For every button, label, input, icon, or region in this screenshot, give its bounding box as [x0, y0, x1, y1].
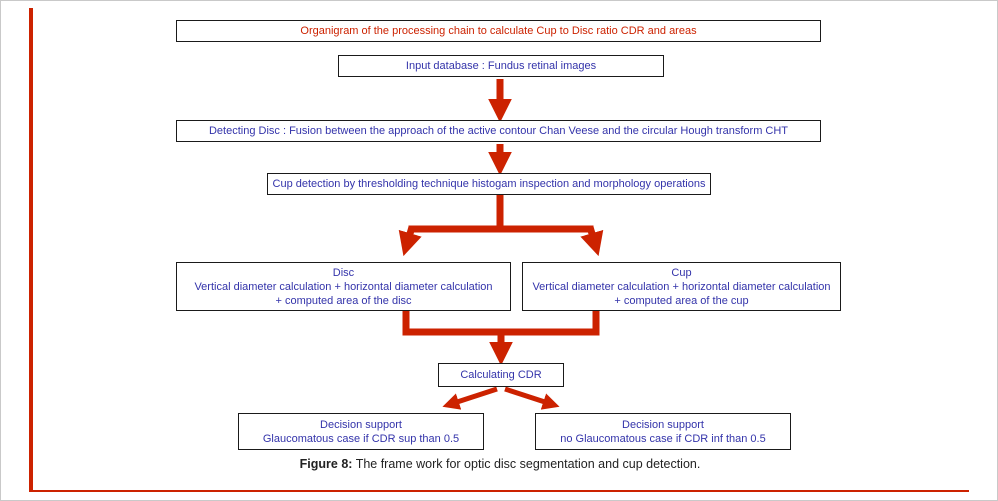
disc-box-line1: Vertical diameter calculation + horizont… — [194, 280, 493, 293]
decision-glaucomatous-box: Decision support Glaucomatous case if CD… — [238, 413, 484, 450]
decision-no-glaucomatous-box: Decision support no Glaucomatous case if… — [535, 413, 791, 450]
cup-box-line1: Vertical diameter calculation + horizont… — [532, 280, 831, 293]
decision-left-line1: Decision support — [320, 418, 402, 431]
arrow-branch-to-disc — [398, 226, 422, 257]
cup-box-title: Cup — [671, 266, 692, 279]
left-accent-bar — [29, 8, 33, 490]
arrow-cdr-to-decision-left — [442, 386, 498, 410]
input-database-box: Input database : Fundus retinal images — [338, 55, 664, 77]
detecting-disc-box: Detecting Disc : Fusion between the appr… — [176, 120, 821, 142]
input-database-text: Input database : Fundus retinal images — [405, 60, 597, 72]
decision-right-line2: no Glaucomatous case if CDR inf than 0.5 — [560, 432, 766, 445]
calculating-cdr-text: Calculating CDR — [460, 369, 542, 381]
disc-box-line2: + computed area of the disc — [275, 294, 412, 307]
merge-bar — [402, 308, 600, 336]
bottom-accent-bar — [29, 490, 969, 492]
figure-caption-text: The frame work for optic disc segmentati… — [352, 457, 701, 471]
disc-box-title: Disc — [332, 266, 355, 279]
figure-caption: Figure 8: The frame work for optic disc … — [1, 457, 997, 471]
calculating-cdr-box: Calculating CDR — [438, 363, 564, 387]
decision-right-line1: Decision support — [622, 418, 704, 431]
decision-left-line2: Glaucomatous case if CDR sup than 0.5 — [262, 432, 460, 445]
arrow-cdr-to-decision-right — [504, 386, 560, 410]
cup-detection-box: Cup detection by thresholding technique … — [267, 173, 711, 195]
figure-caption-label: Figure 8: — [299, 457, 353, 471]
cup-detection-text: Cup detection by thresholding technique … — [272, 178, 706, 190]
title-box-text: Organigram of the processing chain to ca… — [300, 25, 697, 37]
cup-box-line2: + computed area of the cup — [614, 294, 749, 307]
detecting-disc-text: Detecting Disc : Fusion between the appr… — [208, 125, 789, 137]
title-box: Organigram of the processing chain to ca… — [176, 20, 821, 42]
arrow-branch-to-cup — [580, 226, 604, 257]
cup-calculation-box: Cup Vertical diameter calculation + hori… — [522, 262, 841, 311]
disc-calculation-box: Disc Vertical diameter calculation + hor… — [176, 262, 511, 311]
